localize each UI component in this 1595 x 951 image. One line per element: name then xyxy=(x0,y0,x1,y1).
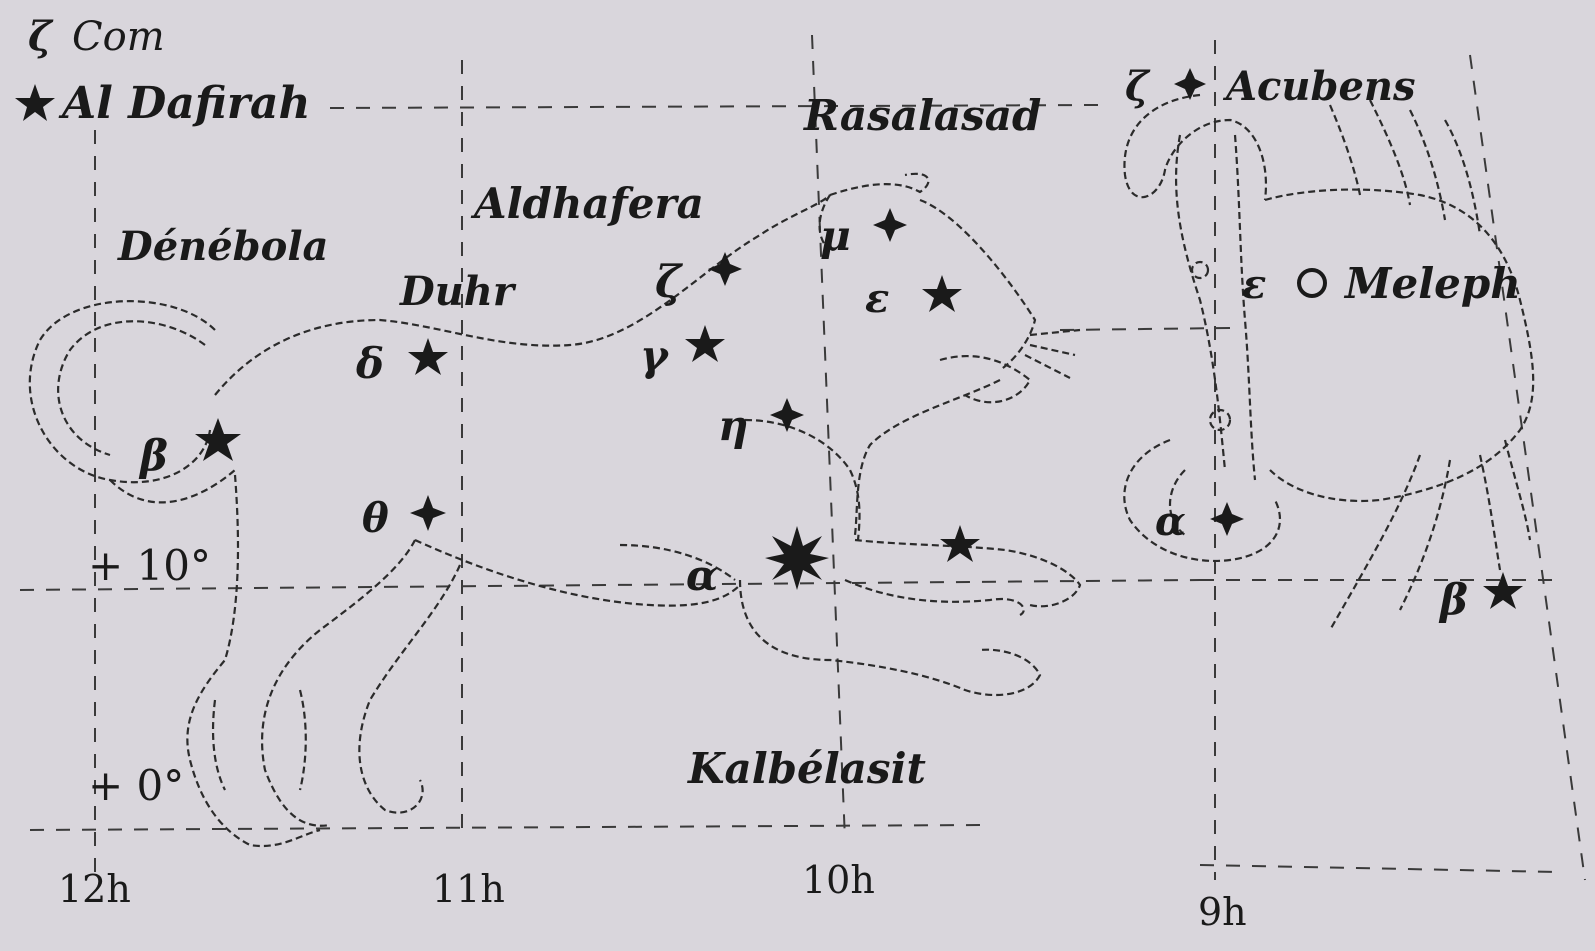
star-icon xyxy=(940,525,980,562)
aldhafera-label: Aldhafera xyxy=(470,179,704,228)
star-icon xyxy=(685,325,725,362)
leo-alpha-label: α xyxy=(686,551,718,600)
leo-zeta-label: ζ xyxy=(655,257,683,308)
leo-beta-label: β xyxy=(138,431,168,480)
star-icon xyxy=(195,418,241,461)
leo-epsilon-label: ε xyxy=(865,275,889,322)
star-icon xyxy=(410,495,446,531)
kalbelasit-label: Kalbélasit xyxy=(687,744,926,793)
acubens-label: Acubens xyxy=(1222,63,1416,110)
dec-lion-head-line xyxy=(1060,328,1230,330)
meleph-circle-icon xyxy=(1299,270,1325,296)
leo-mu-label: μ xyxy=(820,211,851,260)
ra-10h-label: 10h xyxy=(802,858,875,902)
star-icon xyxy=(708,252,742,286)
dec-0-line-cancer xyxy=(1200,865,1560,872)
regulus-burst-icon xyxy=(765,526,829,590)
ra-9h-label: 9h xyxy=(1198,890,1247,934)
duhr-label: Duhr xyxy=(399,268,517,315)
cnc-alpha-label: α xyxy=(1155,498,1186,545)
rasalasad-label: Rasalasad xyxy=(803,91,1041,140)
star-icon xyxy=(770,398,804,432)
denebola-label: Dénébola xyxy=(117,223,328,270)
leo-eta-label: η xyxy=(718,401,749,450)
leo-theta-label: θ xyxy=(362,495,389,542)
star-icon xyxy=(15,84,55,121)
ra-11h-label: 11h xyxy=(432,867,505,911)
cnc-zeta-label: ζ xyxy=(1125,63,1151,110)
dec-plus10-label: + 10° xyxy=(88,541,211,590)
al-dafirah-label: Al Dafirah xyxy=(58,78,311,129)
cnc-beta-label: β xyxy=(1438,575,1468,624)
star-markers xyxy=(15,68,1523,609)
star-icon xyxy=(1210,502,1244,536)
greek-labels: β δ θ ζ γ η μ ε α ζ ε α β xyxy=(138,63,1468,624)
star-icon xyxy=(922,275,962,312)
ra-10h-line xyxy=(812,35,845,840)
chart-edge-line xyxy=(1470,55,1585,880)
star-icon xyxy=(1483,572,1523,609)
cancer-figure xyxy=(1124,95,1533,630)
dec-0-line xyxy=(30,825,980,830)
star-icon xyxy=(873,208,907,242)
cnc-epsilon-label: ε xyxy=(1242,261,1266,308)
ra-12h-label: 12h xyxy=(58,867,131,911)
star-icon xyxy=(1174,68,1206,100)
leo-delta-label: δ xyxy=(355,339,384,388)
leo-gamma-label: γ xyxy=(640,331,670,380)
zeta-com-label: Com xyxy=(72,14,165,60)
dec-zero-label: + 0° xyxy=(88,761,184,810)
meleph-label: Meleph xyxy=(1343,259,1521,308)
zeta-com-greek: ζ xyxy=(28,13,54,60)
star-icon xyxy=(408,338,448,375)
star-names: ζ Com Al Dafirah Dénébola Duhr Aldhafera… xyxy=(28,13,1521,793)
